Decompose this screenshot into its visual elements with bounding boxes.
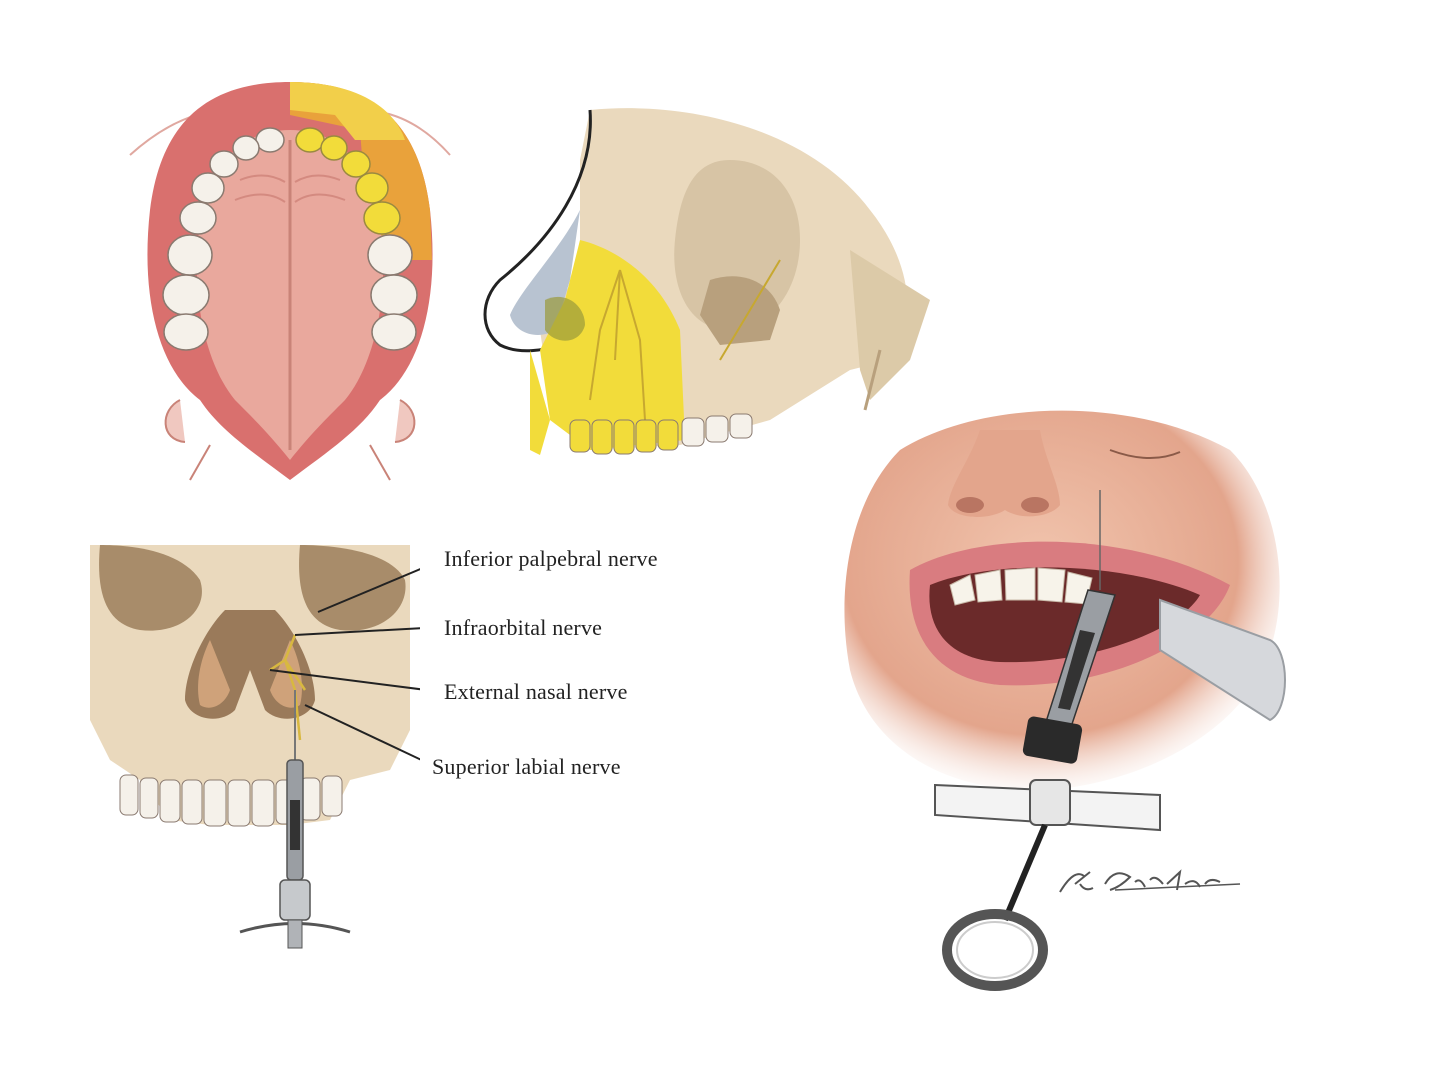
label-superior-labial-nerve: Superior labial nerve <box>432 754 621 779</box>
label-infraorbital-nerve: Infraorbital nerve <box>444 615 603 640</box>
label-inferior-palpebral-nerve: Inferior palpebral nerve <box>444 546 658 571</box>
label-external-nasal-nerve: External nasal nerve <box>444 679 628 704</box>
patient-injection-illustration <box>830 390 1300 1010</box>
palate-illustration <box>120 70 460 490</box>
frontal-skull-illustration <box>90 540 420 980</box>
artist-signature <box>1055 862 1245 902</box>
lateral-skull-illustration <box>470 100 940 470</box>
